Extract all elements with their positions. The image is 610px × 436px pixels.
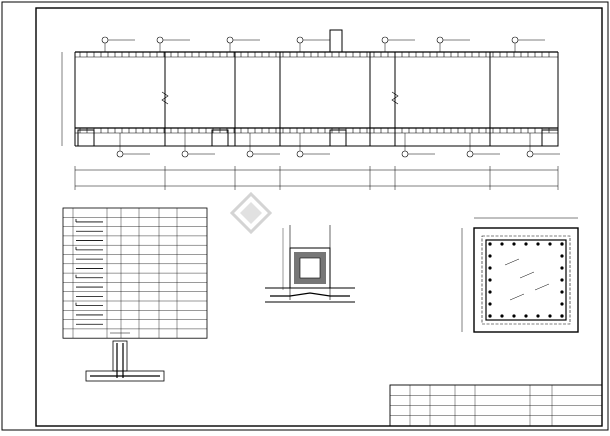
rebar-tag-circle <box>511 36 519 44</box>
detail-right-outer <box>473 227 579 333</box>
rebar-tag-circle <box>156 36 164 44</box>
rebar-dot <box>560 290 564 294</box>
detail-right-stirrup <box>485 239 567 321</box>
rebar-dot <box>500 242 504 246</box>
elevation-column-block <box>541 129 559 147</box>
detail-mid-core <box>299 257 321 279</box>
rebar-tag-circle <box>296 36 304 44</box>
detail-left-base <box>85 370 165 382</box>
rebar-tag-circle <box>296 150 304 158</box>
rebar-dot <box>488 242 492 246</box>
rebar-tag-circle <box>226 36 234 44</box>
rebar-tag-circle <box>181 150 189 158</box>
rebar-tag-circle <box>116 150 124 158</box>
detail-mid <box>265 225 355 303</box>
rebar-dot <box>488 278 492 282</box>
elevation-details <box>61 29 560 190</box>
detail-right-rebar-dots <box>488 242 564 318</box>
elevation-column-block <box>329 29 343 53</box>
rebar-tag-circle <box>466 150 474 158</box>
detail-right <box>461 217 579 333</box>
elevation-column-block <box>77 129 95 147</box>
detail-right-leader <box>534 283 550 291</box>
beam-elevation <box>75 51 558 147</box>
detail-right-inner <box>481 235 571 325</box>
rebar-dot <box>488 302 492 306</box>
rebar-tag-circle <box>381 36 389 44</box>
rebar-dot <box>488 254 492 258</box>
rebar-dot <box>548 314 552 318</box>
detail-left <box>85 332 165 382</box>
detail-right-leader <box>519 271 535 279</box>
rebar-dot <box>560 278 564 282</box>
detail-right-leader <box>504 258 520 266</box>
rebar-tag-circle <box>401 150 409 158</box>
rebar-dot <box>536 242 540 246</box>
rebar-schedule-table <box>62 207 208 339</box>
elevation-break-mark <box>391 91 399 105</box>
rebar-dot <box>500 314 504 318</box>
rebar-dot <box>560 254 564 258</box>
rebar-tag-circle <box>246 150 254 158</box>
rebar-dot <box>536 314 540 318</box>
rebar-dot <box>560 266 564 270</box>
rebar-tag-circle <box>436 36 444 44</box>
rebar-dot <box>524 314 528 318</box>
detail-mid-rebar <box>270 292 350 297</box>
rebar-dot <box>524 242 528 246</box>
rebar-dot <box>512 242 516 246</box>
rebar-dot <box>560 242 564 246</box>
detail-left-column <box>112 340 128 372</box>
elevation-column-block <box>329 129 347 147</box>
rebar-dot <box>488 314 492 318</box>
detail-right-leader <box>509 293 525 301</box>
rebar-dot <box>560 302 564 306</box>
rebar-dot <box>488 290 492 294</box>
rebar-dot <box>512 314 516 318</box>
title-block <box>38 384 603 427</box>
rebar-tag-circle <box>526 150 534 158</box>
rebar-dot <box>548 242 552 246</box>
rebar-dot <box>488 266 492 270</box>
elevation-break-mark <box>161 91 169 105</box>
rebar-tag-circle <box>101 36 109 44</box>
rebar-dot <box>560 314 564 318</box>
